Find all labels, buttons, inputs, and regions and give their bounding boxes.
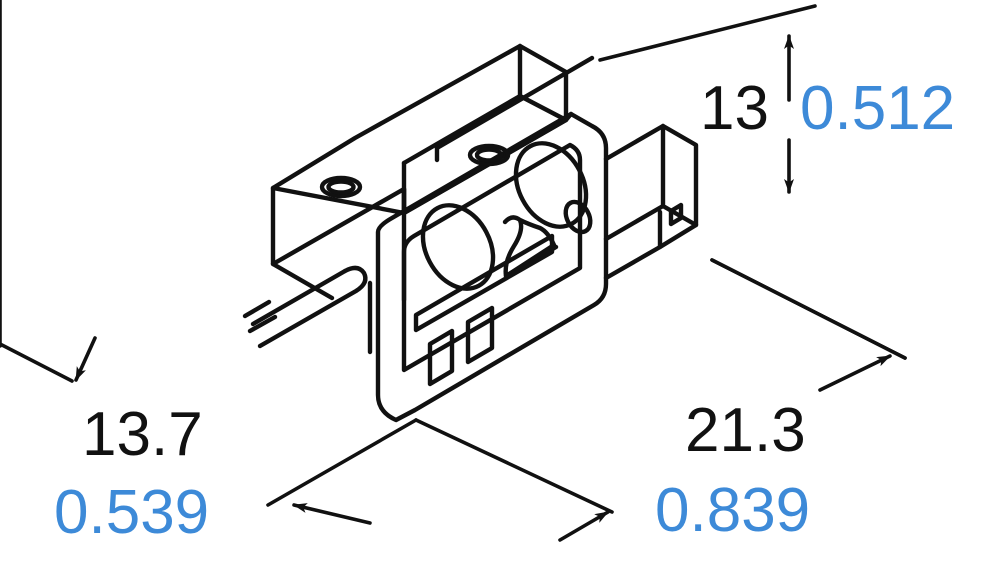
rear-block-lower-edge [401,93,523,166]
mounting-hole-top-outer [467,143,511,167]
mounting-hole-left-outer [319,175,363,199]
mounting-hole-left-inner [326,179,356,195]
head-top-ridge [434,55,595,151]
width-arrow-outer [818,354,892,392]
width-arrow-inner [558,510,610,542]
height-upper-extension-line [598,4,817,62]
cable-break-mark-b [247,314,278,334]
lens-aperture-front [420,203,496,291]
width-dimension-mm: 21.3 [685,396,806,465]
button-slot-right [465,305,495,365]
front-panel-face [375,111,609,423]
width-dimension-inch: 0.839 [655,476,811,545]
depth-dimension-mm: 13.7 [82,400,203,469]
mounting-hole-top-inner [474,147,504,163]
depth-extension-line [266,418,418,507]
head-top-face [401,111,574,216]
sensor-cable-top-edge [250,268,348,327]
sensor-cable-body [257,265,368,349]
right-arm-inner-edge [603,203,666,242]
depth-arrow-inner [292,503,372,525]
indicator-led-small [563,199,593,235]
right-arm-outline [603,123,699,281]
width-extension-line-left [414,418,614,514]
side-window [668,202,684,227]
front-long-slot [413,233,555,333]
dimension-lines [0,0,907,542]
depth-arrow-outer [74,336,97,382]
button-slot-left [427,328,455,387]
height-dimension-inch: 0.512 [800,74,956,143]
depth-dimension-inch: 0.539 [54,478,210,547]
width-extension-line-right [710,258,907,360]
sensor-body-outline [242,43,699,423]
depth-leader-line [0,342,74,383]
cable-break-mark-a [242,299,272,319]
front-panel-inner-recess [401,142,583,373]
height-dimension-mm: 13 [700,74,769,143]
